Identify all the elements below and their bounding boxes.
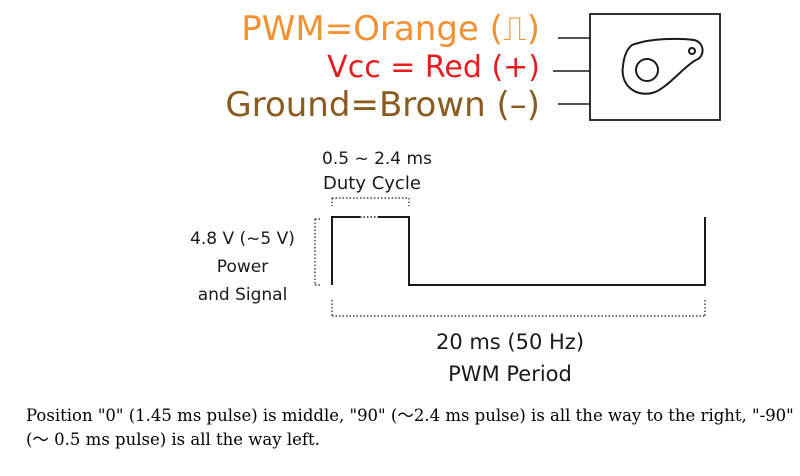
pwm-waveform xyxy=(331,216,706,286)
position-caption: Position "0" (1.45 ms pulse) is middle, … xyxy=(26,406,794,449)
vcc-wire-label: Vcc = Red (+) xyxy=(327,53,540,83)
voltage-label: 4.8 V (~5 V) Power and Signal xyxy=(170,225,315,309)
vcc-equals: = xyxy=(380,50,425,85)
vcc-plus-symbol: (+) xyxy=(491,50,540,85)
duty-cycle-bracket xyxy=(331,197,410,206)
voltage-signal-label: and Signal xyxy=(197,285,288,305)
pwm-square-wave-symbol: (⎍) xyxy=(489,9,540,49)
vcc-wire-color: Red xyxy=(424,50,482,85)
voltage-power-label: Power xyxy=(216,257,269,277)
duty-cycle-range: 0.5 ~ 2.4 ms xyxy=(322,149,432,169)
ground-minus-symbol: (–) xyxy=(496,85,540,125)
voltage-bracket xyxy=(314,218,321,286)
vcc-wire-name: Vcc xyxy=(327,50,381,85)
pwm-period-value: 20 ms (50 Hz) xyxy=(435,330,585,354)
pwm-wire-label: PWM=Orange (⎍) xyxy=(241,12,540,46)
ground-wire-name: Ground xyxy=(225,85,351,125)
ground-equals: = xyxy=(350,85,379,125)
pwm-wire-name: PWM xyxy=(241,9,325,49)
duty-cycle-label: Duty Cycle xyxy=(323,173,421,194)
pwm-period-label: PWM Period xyxy=(448,362,572,386)
pwm-equals: = xyxy=(324,9,354,49)
servo-wires xyxy=(553,37,590,105)
pwm-wire-color: Orange xyxy=(353,9,479,49)
ground-wire-label: Ground=Brown (–) xyxy=(225,88,540,122)
servo-horn-icon xyxy=(621,37,704,95)
voltage-value: 4.8 V (~5 V) xyxy=(190,229,295,249)
ground-wire-color: Brown xyxy=(378,85,486,125)
period-bracket xyxy=(331,300,706,317)
